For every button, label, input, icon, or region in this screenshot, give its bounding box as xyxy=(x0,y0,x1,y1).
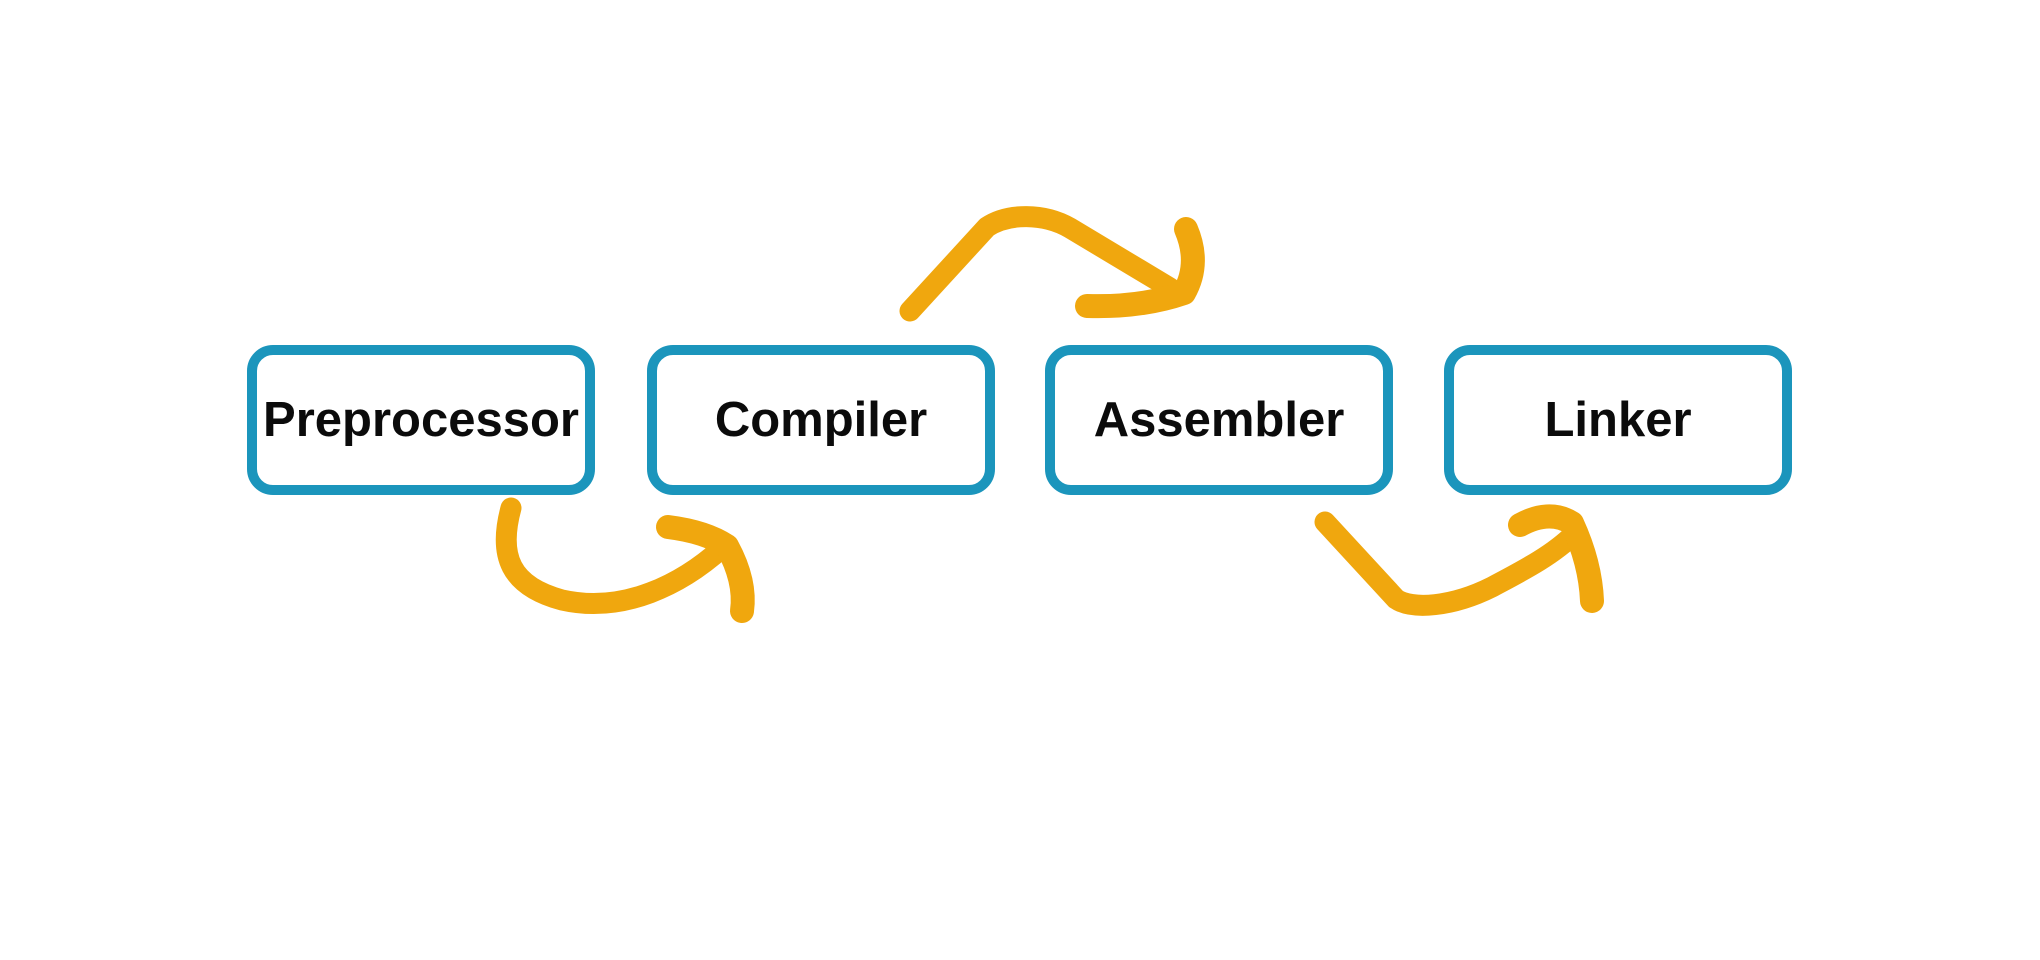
node-compiler-label: Compiler xyxy=(714,393,928,447)
node-linker-label: Linker xyxy=(1544,393,1692,447)
arrow-compiler-to-assembler-icon xyxy=(899,206,1205,322)
node-assembler-label: Assembler xyxy=(1093,393,1345,447)
node-compiler: Compiler xyxy=(647,345,995,495)
node-assembler: Assembler xyxy=(1045,345,1393,495)
node-preprocessor: Preprocessor xyxy=(247,345,595,495)
node-linker: Linker xyxy=(1444,345,1792,495)
arrow-preprocessor-to-compiler-icon xyxy=(495,497,755,623)
arrow-assembler-to-linker-icon xyxy=(1314,504,1604,616)
node-preprocessor-label: Preprocessor xyxy=(263,393,579,447)
